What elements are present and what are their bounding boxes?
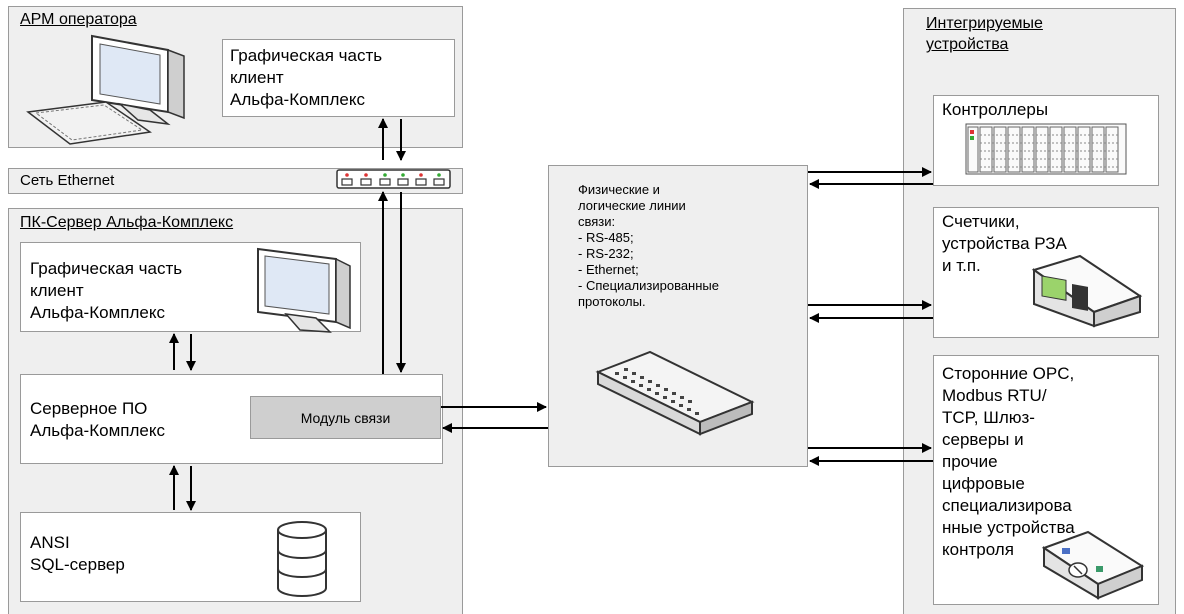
- meters-label: Счетчики, устройства РЗА и т.п.: [942, 212, 1067, 275]
- monitor-icon: [257, 247, 351, 333]
- thirdparty-label: Сторонние OPC, Modbus RTU/ TCP, Шлюз- се…: [942, 364, 1075, 559]
- database-icon: [277, 521, 327, 597]
- server-software-label: Серверное ПО Альфа-Комплекс: [30, 399, 165, 440]
- devices-title-line1: Интегрируемые: [926, 15, 1043, 32]
- controllers-label: Контроллеры: [942, 100, 1049, 119]
- arm-title: АРМ оператора: [20, 11, 137, 28]
- server-title: ПК-Сервер Альфа-Комплекс: [20, 214, 234, 231]
- arm-client-box: [222, 39, 455, 117]
- ethernet-label: Сеть Ethernet: [20, 172, 115, 189]
- meter-device-icon: [1031, 254, 1143, 328]
- ethernet-switch-icon: [336, 169, 451, 189]
- connection-arrows: [169, 118, 933, 511]
- comm-module-box: [250, 396, 441, 439]
- devices-title-line2: устройства: [926, 36, 1009, 53]
- server-client-label: Графическая часть клиент Альфа-Комплекс: [30, 259, 183, 322]
- comm-module-label: Модуль связи: [300, 410, 391, 426]
- controller-rack-icon: [965, 123, 1127, 175]
- links-text: Физические и логические линии связи: - R…: [578, 182, 719, 309]
- sql-label: ANSI SQL-сервер: [30, 533, 125, 574]
- arm-client-label: Графическая часть клиент Альфа-Комплекс: [230, 46, 383, 109]
- network-switch-icon: [595, 350, 755, 436]
- thirdparty-device-icon: [1041, 530, 1145, 600]
- workstation-icon: [26, 34, 185, 145]
